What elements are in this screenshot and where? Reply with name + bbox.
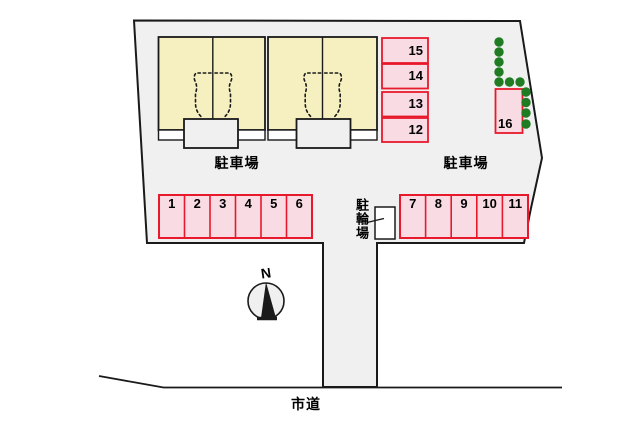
space-number-10: 10	[482, 196, 497, 211]
compass-north-label: N	[259, 264, 273, 282]
stair-symbol	[214, 72, 233, 118]
tree-icon	[494, 67, 504, 77]
space-number-4: 4	[244, 196, 252, 211]
building-1	[157, 36, 266, 149]
space-number-2: 2	[193, 196, 201, 211]
space-number-9: 9	[460, 196, 468, 211]
space-number-12: 12	[408, 122, 423, 137]
space-number-1: 1	[168, 196, 176, 211]
space-number-3: 3	[219, 196, 227, 211]
tree-icon	[494, 57, 504, 67]
space-number-8: 8	[434, 196, 442, 211]
parking-row-7-11	[399, 194, 529, 239]
space-number-14: 14	[408, 68, 423, 83]
parking-lot-label-left: 駐車場	[214, 154, 260, 171]
space-number-13: 13	[408, 96, 423, 111]
parking-lot-label-right: 駐車場	[443, 154, 489, 171]
parking-space-12	[381, 117, 429, 143]
tree-icons	[494, 37, 531, 129]
compass-icon	[247, 282, 285, 321]
parking-row-1-6	[158, 194, 313, 239]
tree-icon	[521, 87, 531, 97]
tree-icon	[515, 77, 525, 87]
building-2-entrance-porch	[295, 118, 352, 149]
parking-space-15	[381, 37, 429, 64]
building-1-entrance-porch	[183, 118, 239, 149]
building-1-body	[157, 36, 266, 131]
tree-icon	[504, 77, 515, 87]
city-road-label: 市道	[291, 395, 321, 412]
space-number-7: 7	[409, 196, 417, 211]
space-number-16: 16	[498, 116, 513, 131]
tree-icon	[494, 47, 504, 57]
stair-symbol	[323, 72, 343, 118]
parking-space-14	[381, 63, 429, 90]
stair-symbol	[193, 72, 212, 118]
tree-icon	[494, 37, 504, 47]
leader-line	[366, 217, 385, 224]
space-number-11: 11	[508, 196, 523, 211]
parking-column-12-15	[381, 37, 429, 143]
road-line	[98, 375, 562, 389]
bicycle-parking-label: 駐輪場	[354, 198, 370, 240]
space-number-6: 6	[295, 196, 303, 211]
tree-icon	[494, 77, 504, 87]
tree-icon	[521, 108, 531, 118]
building-2	[267, 36, 378, 149]
stair-symbol	[303, 72, 322, 118]
space-number-15: 15	[408, 42, 423, 58]
space-number-5: 5	[270, 196, 278, 211]
compass-needle	[261, 282, 276, 318]
parking-space-16	[494, 88, 524, 134]
parking-space-13	[381, 91, 429, 118]
bicycle-parking-box	[374, 206, 396, 240]
parking-row-outline	[399, 194, 529, 239]
tree-icon	[521, 97, 531, 108]
tree-icon	[521, 119, 531, 129]
